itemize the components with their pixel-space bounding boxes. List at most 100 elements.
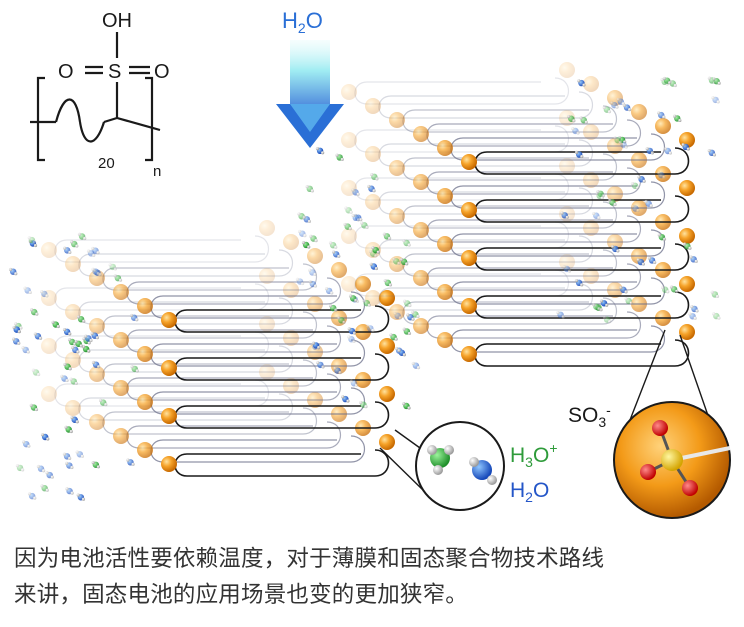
folded-chain-loop	[174, 305, 390, 333]
folded-chain-loop	[354, 125, 570, 153]
hydronium-molecule	[309, 234, 318, 243]
folded-chain-loop	[450, 325, 666, 353]
water-molecule	[62, 452, 72, 460]
water-molecule	[8, 267, 18, 276]
water-molecule	[333, 366, 342, 375]
water-molecule	[577, 79, 586, 87]
hydronium-molecule	[343, 222, 352, 231]
sulfonate-ball	[437, 188, 453, 204]
structure-s-label: S	[108, 61, 121, 83]
hydronium-molecule	[402, 327, 412, 336]
water-molecule	[560, 211, 569, 219]
hydronium-molecule	[99, 398, 108, 407]
sulfonate-ball	[559, 110, 575, 126]
water-molecule	[71, 346, 80, 354]
hydronium-molecule	[403, 299, 412, 308]
water-molecule	[688, 312, 697, 320]
water-molecule	[647, 256, 657, 265]
water-molecule	[611, 245, 620, 253]
water-molecule	[636, 258, 646, 266]
sulfonate-ball	[559, 62, 575, 78]
sulfonate-ball	[461, 250, 477, 266]
hydronium-molecule	[113, 274, 123, 282]
water-molecule	[60, 374, 69, 383]
caption-line-1: 因为电池活性要依赖温度，对于薄膜和固态聚合物技术路线	[14, 546, 605, 572]
water-molecule	[62, 328, 72, 336]
folded-chain-loop	[102, 407, 318, 435]
water-molecule	[91, 267, 100, 276]
sulfonate-ball	[365, 98, 381, 114]
sulfonate-label: SO3-	[568, 402, 611, 430]
hydronium-molecule	[328, 304, 338, 312]
water-molecule	[707, 149, 717, 157]
folded-chain-loop	[54, 379, 270, 407]
sulfonate-ball	[341, 132, 357, 148]
sulfonate-ball	[679, 180, 695, 196]
hydronium-molecule	[661, 285, 670, 294]
hydronium-molecule	[301, 241, 311, 249]
water-molecule	[681, 143, 690, 151]
sulfonate-ball	[389, 304, 405, 320]
water-molecule	[295, 277, 305, 286]
sulfonate-ball	[437, 236, 453, 252]
water-molecule	[91, 360, 101, 369]
water-molecule	[657, 171, 666, 179]
water-molecule	[689, 255, 698, 263]
sulfonate-ball	[341, 84, 357, 100]
sulfonate-ball	[137, 298, 153, 314]
sulfonate-ball	[583, 76, 599, 92]
water-molecule	[308, 280, 318, 288]
sulfonate-ball	[355, 276, 371, 292]
hydronium-molecule	[27, 236, 37, 244]
sulfonate-ball	[137, 442, 153, 458]
hydronium-molecule	[51, 320, 60, 329]
sulfonate-ball	[365, 194, 381, 210]
hydronium-molecule	[77, 232, 87, 241]
hydronium-molecule	[595, 192, 604, 200]
water-molecule	[663, 147, 673, 155]
hydronium-molecule	[64, 425, 73, 434]
water-molecule	[351, 214, 360, 222]
sulfonate-ball	[113, 284, 129, 300]
water-molecule	[657, 111, 666, 119]
water-molecule	[311, 341, 321, 350]
folded-chain-loop	[474, 339, 690, 367]
sulfonate-ball	[389, 208, 405, 224]
hydronium-molecule	[411, 310, 420, 319]
sulfonate-ball	[583, 268, 599, 284]
water-molecule	[644, 199, 653, 208]
water-molecule	[65, 461, 74, 470]
water-molecule	[22, 440, 31, 448]
hydronium-legend-label: H3O+	[510, 440, 558, 470]
hydronium-molecule	[371, 246, 380, 254]
water-molecule	[556, 311, 565, 319]
sulfonate-ball	[161, 456, 177, 472]
water-molecule	[571, 127, 580, 135]
sulfonate-ball	[461, 154, 477, 170]
sulfonate-ball	[559, 158, 575, 174]
water-molecule	[610, 101, 619, 109]
water-molecule	[347, 335, 356, 343]
hydronium-molecule	[74, 340, 83, 348]
sulfonate-ball	[283, 234, 299, 250]
folded-chain-loop	[474, 243, 690, 271]
structure-o-left-label: O	[58, 61, 74, 83]
sulfonate-ball	[137, 346, 153, 362]
water-molecule	[40, 433, 50, 441]
hydronium-molecule	[683, 242, 692, 250]
hydronium-molecule	[31, 368, 41, 377]
sulfonate-ball	[365, 146, 381, 162]
sulfonate-ball	[379, 290, 395, 306]
hydronium-molecule	[383, 279, 393, 287]
sulfonate-ball	[65, 304, 81, 320]
hydronium-molecule	[567, 114, 576, 123]
sulfonate-ball	[283, 330, 299, 346]
folded-chain-loop	[474, 147, 690, 175]
hydronium-molecule	[81, 345, 91, 353]
hydronium-molecule	[669, 285, 679, 293]
sulfonate-ball	[113, 332, 129, 348]
sulfonate-ball	[161, 360, 177, 376]
sulfonate-ball	[161, 408, 177, 424]
water-molecule	[302, 215, 312, 223]
structure-o-right-label: O	[154, 61, 170, 83]
